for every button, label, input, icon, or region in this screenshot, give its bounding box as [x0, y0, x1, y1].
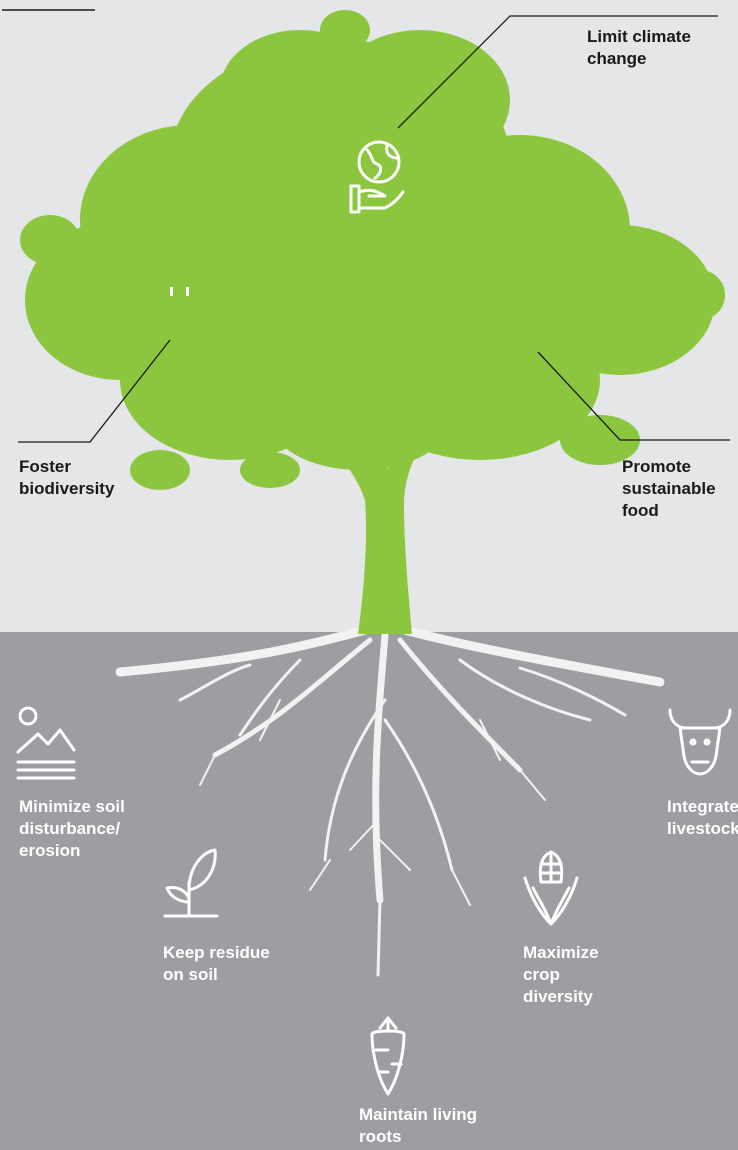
corn-icon: [521, 848, 581, 928]
benefit-label-food: Promote sustainable food: [622, 457, 716, 520]
mountain-layers-icon: [16, 706, 78, 780]
practice-label-crop: Maximize crop diversity: [523, 943, 599, 1006]
benefit-label-biodiversity: Foster biodiversity: [19, 457, 115, 498]
tree-trunk: [290, 405, 450, 634]
practice-label-residue: Keep residue on soil: [163, 943, 270, 984]
leader-lines: [18, 15, 730, 443]
practice-label-livestock: Integrate livestock: [667, 797, 738, 838]
practice-label-roots: Maintain living roots: [359, 1105, 478, 1146]
carrot-icon: [366, 1014, 410, 1098]
benefit-label-climate: Limit climate change: [587, 27, 691, 68]
leader-climate: [397, 15, 718, 129]
practice-label-soil: Minimize soil disturbance/ erosion: [19, 797, 125, 860]
cow-head-icon: [666, 706, 736, 778]
leader-food: [537, 351, 730, 441]
soil-background: [0, 632, 738, 1150]
tree-roots: [115, 625, 665, 977]
leader-biodiversity: [18, 339, 171, 443]
globe-in-hand-icon: [345, 138, 407, 218]
seedling-icon: [163, 846, 219, 918]
bee-icon: [166, 284, 198, 296]
tree-canopy: [20, 10, 725, 490]
